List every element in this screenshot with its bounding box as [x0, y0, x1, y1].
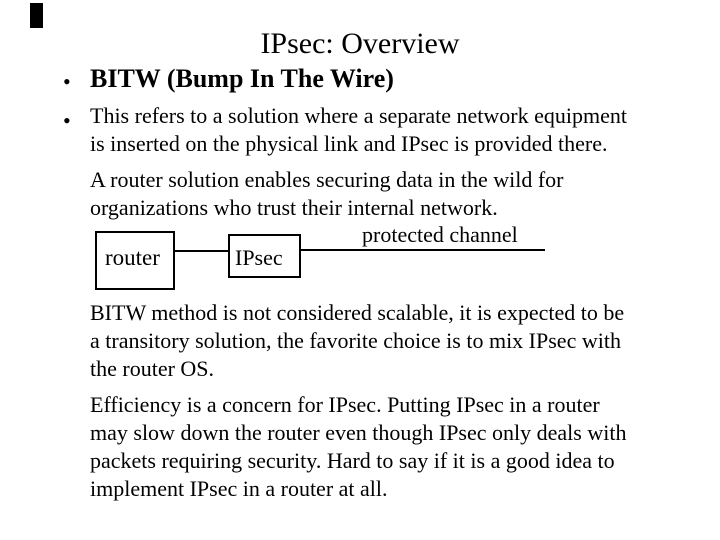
router-box: router [95, 231, 175, 290]
paragraph-solution-intro: This refers to a solution where a separa… [90, 103, 627, 156]
slide-title: IPsec: Overview [260, 27, 460, 60]
protected-channel-line [301, 249, 545, 251]
protected-channel-label: protected channel [362, 222, 518, 247]
ipsec-box-label: IPsec [235, 245, 283, 270]
router-ipsec-connector-line [175, 250, 228, 252]
ipsec-box: IPsec [228, 234, 301, 278]
bullet-heading-bitw: BITW (Bump In The Wire) [90, 64, 394, 93]
paragraph-router-solution: A router solution enables securing data … [90, 167, 564, 220]
paragraph-efficiency: Efficiency is a concern for IPsec. Putti… [90, 392, 627, 501]
bullet-marker-icon: • [63, 69, 71, 94]
bullet-marker-icon: • [63, 108, 71, 133]
router-box-label: router [105, 244, 160, 270]
paragraph-bitw-method: BITW method is not considered scalable, … [90, 300, 625, 381]
slide-artifact-bar [30, 3, 43, 28]
